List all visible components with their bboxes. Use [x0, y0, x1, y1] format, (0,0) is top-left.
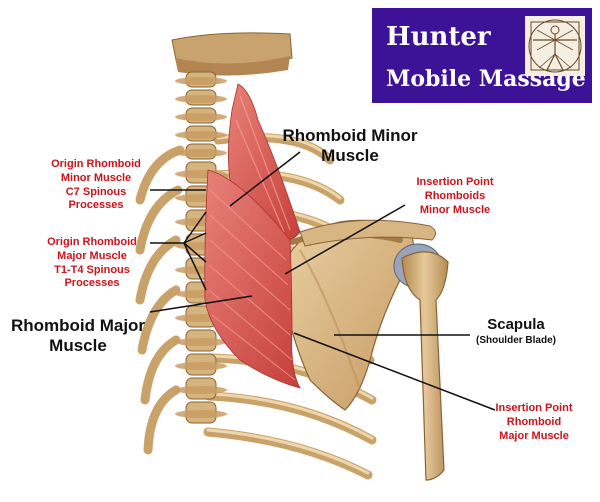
label-line: Muscle — [49, 336, 107, 356]
scapula-bone — [284, 219, 414, 411]
label-line: Insertion Point — [495, 402, 573, 414]
transverse-process — [175, 362, 227, 370]
vitruvian-man-icon — [525, 16, 585, 76]
logo-title: Hunter — [386, 22, 491, 52]
label-line: Origin Rhomboid — [51, 158, 141, 170]
transverse-process — [175, 131, 227, 139]
label-line: Rhomboid — [506, 415, 562, 428]
label-insertion-rhomboids-minor: Insertion Point Rhomboids Minor Muscle — [400, 176, 510, 217]
label-insertion-rhomboid-major: Insertion Point Rhomboid Major Muscle — [482, 402, 586, 443]
humerus-bone — [393, 243, 449, 481]
skull-base — [171, 32, 293, 76]
label-line: Minor Muscle — [60, 171, 132, 184]
label-line: Rhomboid Major — [10, 316, 146, 335]
label-origin-rhomboid-minor: Origin Rhomboid Minor Muscle C7 Spinous … — [40, 158, 152, 213]
label-line: Rhomboid Minor — [282, 126, 418, 145]
label-line: Rhomboids — [424, 189, 486, 202]
label-line: Major Muscle — [57, 249, 127, 262]
transverse-process — [175, 386, 227, 394]
transverse-process — [175, 113, 227, 121]
rhomboid-minor-muscle — [228, 83, 301, 241]
clavicle — [299, 219, 436, 247]
label-line: Major Muscle — [499, 429, 569, 442]
leader-lines — [149, 151, 496, 411]
label-line: Processes — [68, 199, 124, 212]
label-line: Scapula — [487, 316, 545, 333]
label-line: Processes — [64, 277, 120, 290]
label-line: T1-T4 Spinous — [54, 263, 130, 276]
label-origin-rhomboid-major: Origin Rhomboid Major Muscle T1-T4 Spino… — [36, 236, 148, 291]
transverse-process — [175, 77, 227, 85]
label-scapula: Scapula (Shoulder Blade) — [464, 316, 568, 347]
label-line: Insertion Point — [416, 176, 494, 188]
ribcage — [135, 133, 377, 480]
rhomboid-major-muscle — [204, 169, 301, 389]
transverse-process — [175, 338, 227, 346]
label-line: Origin Rhomboid — [47, 236, 137, 248]
label-rhomboid-minor: Rhomboid Minor Muscle — [262, 126, 438, 167]
label-line: Muscle — [321, 146, 379, 166]
label-line: Minor Muscle — [419, 203, 491, 216]
label-line: (Shoulder Blade) — [475, 334, 556, 346]
transverse-process — [175, 410, 227, 418]
transverse-process — [175, 149, 227, 157]
label-rhomboid-major: Rhomboid Major Muscle — [0, 316, 156, 357]
label-line: C7 Spinous — [65, 185, 127, 198]
hunter-mobile-massage-logo: Hunter Mobile Massage — [372, 8, 592, 103]
transverse-process — [175, 95, 227, 103]
